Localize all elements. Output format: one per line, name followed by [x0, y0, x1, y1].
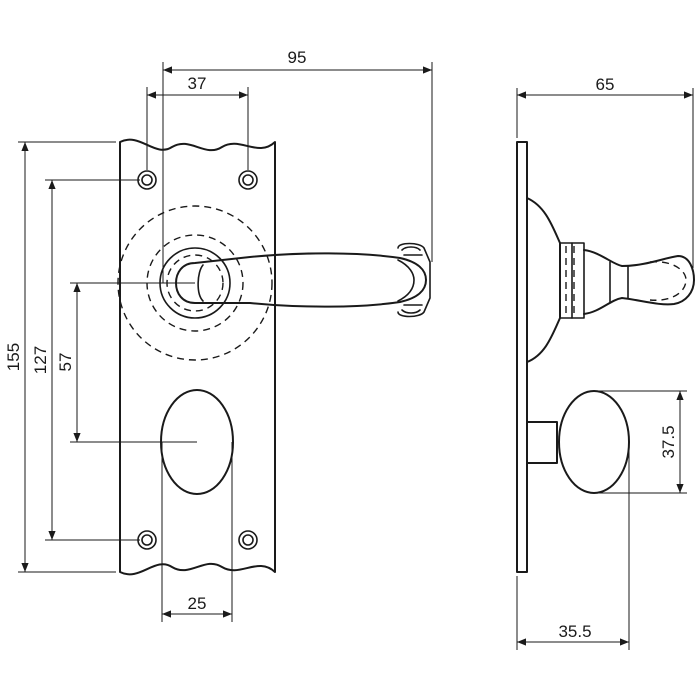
screw-hole-top-right: [238, 170, 258, 190]
dim-keyhole-width: 25: [188, 594, 207, 613]
side-backplate: [516, 141, 528, 573]
dim-plate-height: 155: [4, 343, 23, 371]
side-knob: [558, 390, 630, 494]
lever-handle: [175, 252, 427, 308]
dim-screw-spacing-horizontal: 37: [188, 74, 207, 93]
side-lever-collar: [559, 242, 585, 319]
dim-lever-projection: 95: [288, 48, 307, 67]
dim-lever-to-keyhole: 57: [56, 353, 75, 372]
lever-end-cap: [397, 242, 431, 318]
side-view: [516, 141, 695, 573]
side-lever-profile: [583, 249, 695, 315]
side-rose-profile: [526, 197, 561, 363]
side-knob-stem: [526, 421, 558, 464]
front-view: [117, 138, 431, 576]
dim-knob-height: 37.5: [659, 425, 678, 458]
side-lever-tip-hidden: [649, 261, 687, 301]
dim-knob-projection: 35.5: [558, 622, 591, 641]
screw-hole-bottom-right: [238, 530, 258, 550]
backplate: [119, 138, 276, 576]
dimension-lines: 155 127 57 95 37 25 65 37: [4, 48, 694, 650]
lever-neck-line: [197, 264, 204, 302]
dim-screw-spacing-vertical: 127: [31, 346, 50, 374]
screw-hole-bottom-left: [137, 530, 157, 550]
screw-hole-top-left: [137, 170, 157, 190]
lever-end-line: [397, 259, 415, 302]
dim-side-projection: 65: [596, 75, 615, 94]
